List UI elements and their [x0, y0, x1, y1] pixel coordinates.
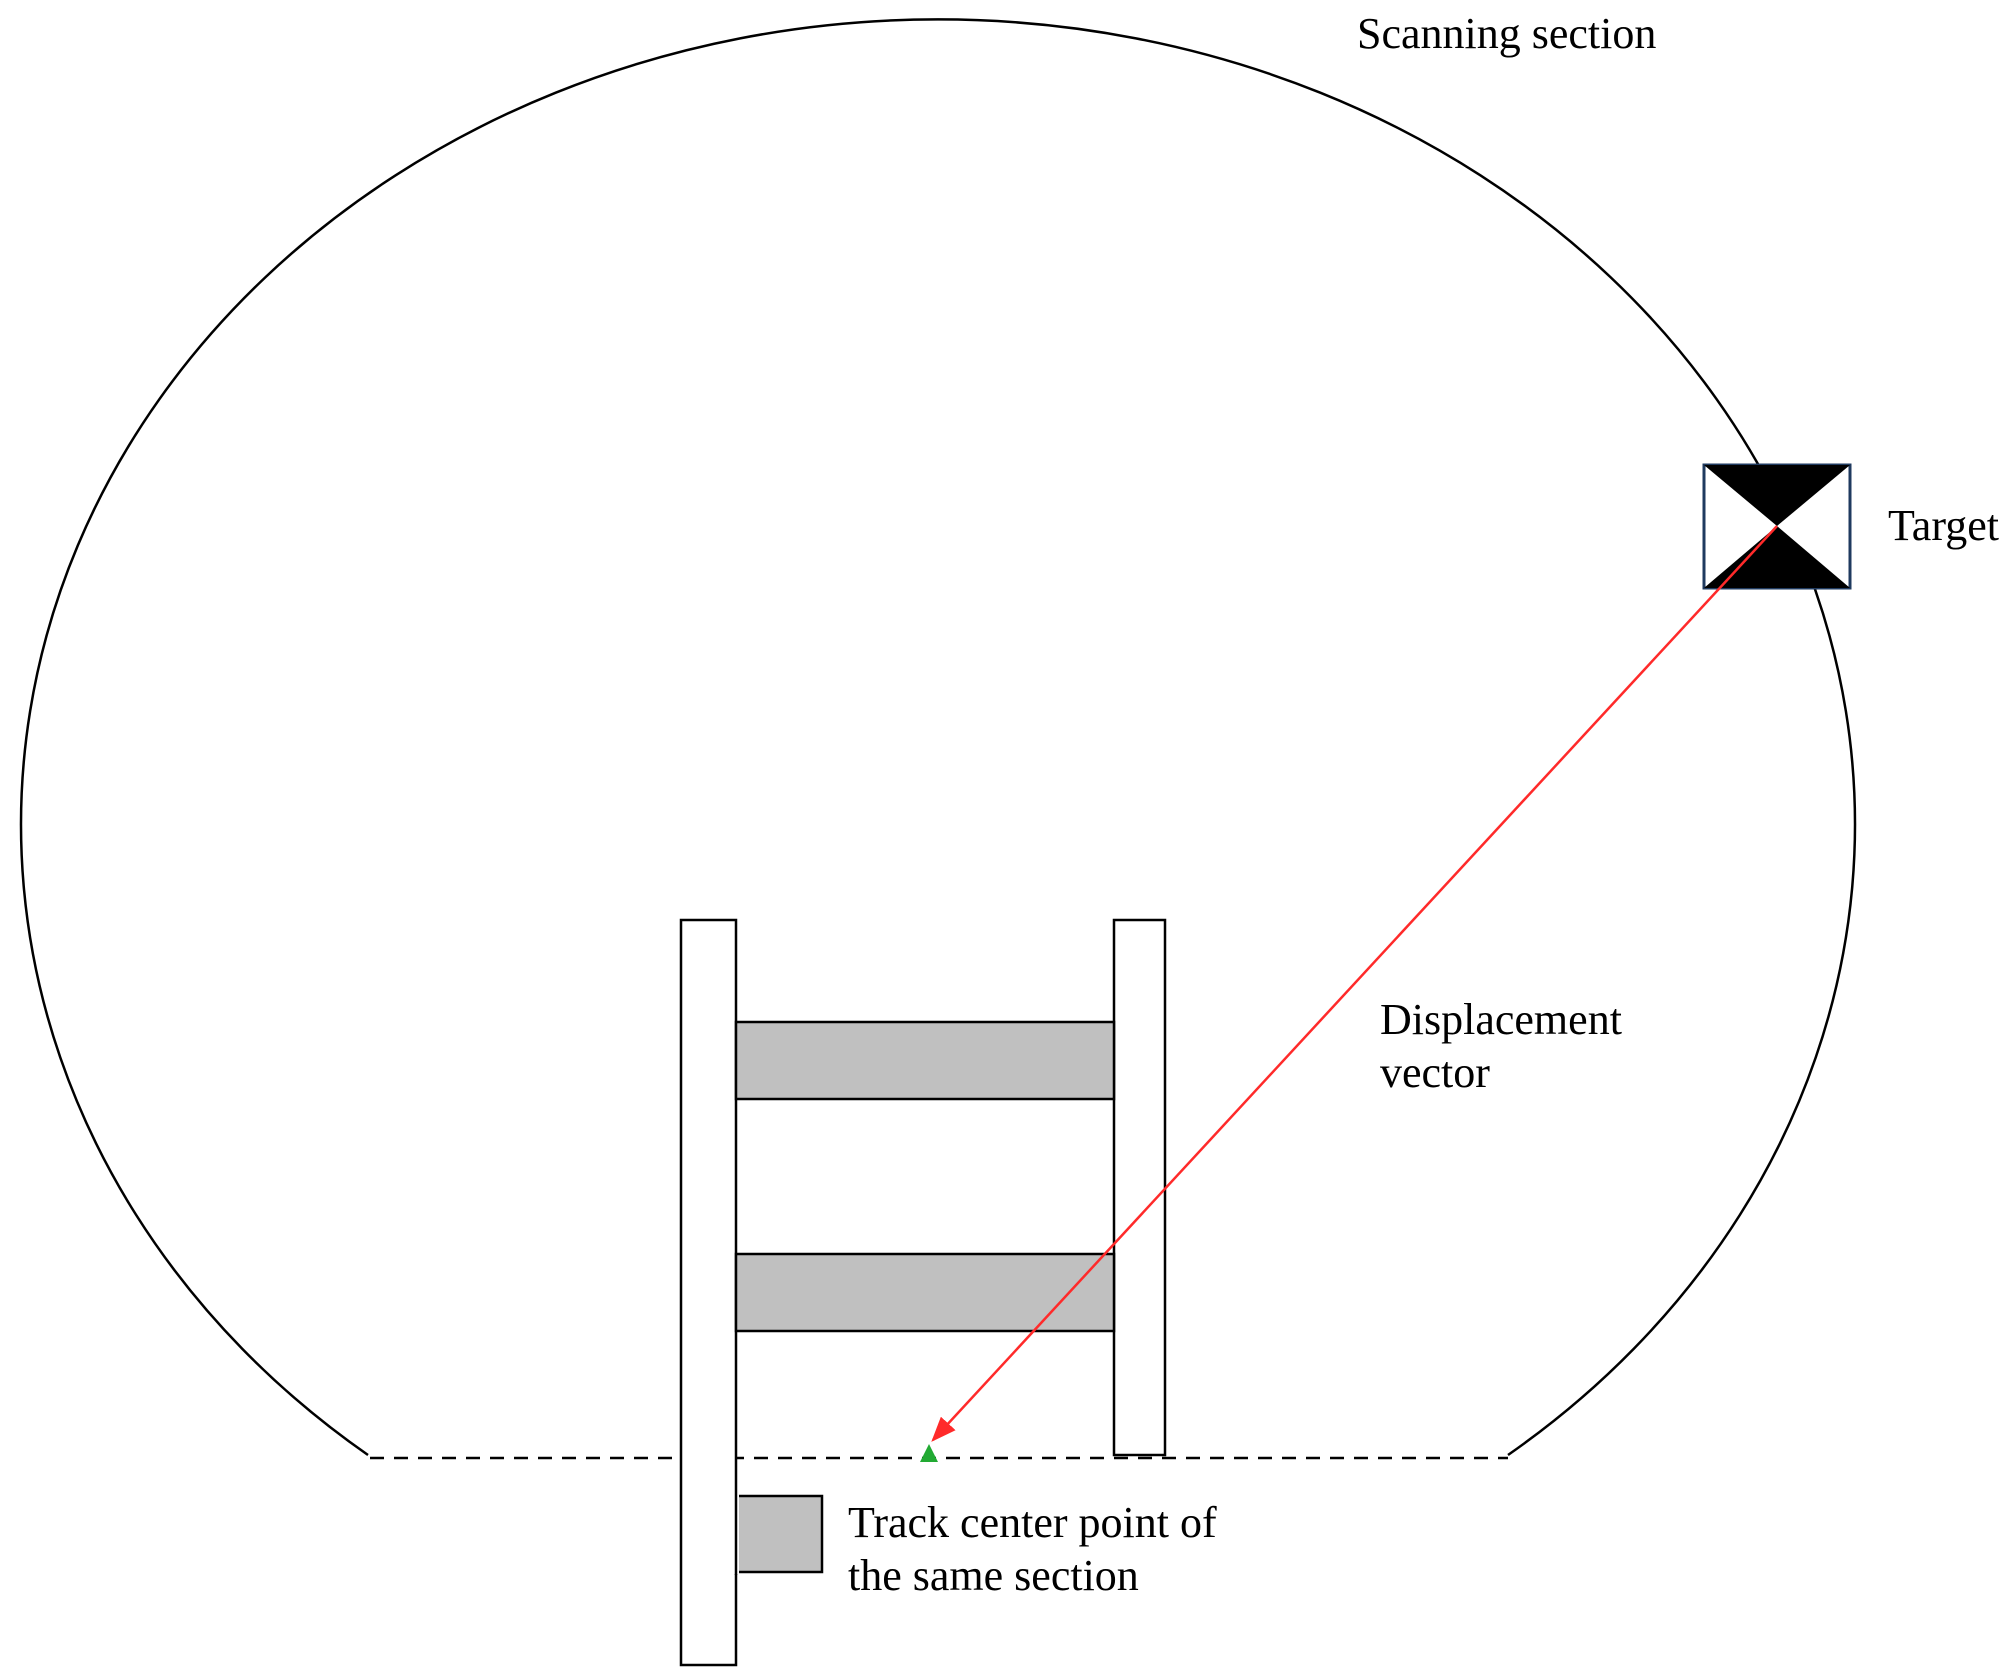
triangle-marker-icon — [920, 1444, 938, 1462]
scanning-section-label: Scanning section — [1357, 9, 1656, 58]
displacement-vector-label-line2: vector — [1380, 1048, 1490, 1097]
target-label: Target — [1888, 501, 1999, 550]
sleeper-upper — [734, 1020, 1116, 1101]
track-center-label-line1: Track center point of — [848, 1498, 1217, 1547]
legend-sleeper-swatch — [734, 1494, 824, 1574]
track-center-label-line2: the same section — [848, 1551, 1139, 1600]
sleeper-lower — [734, 1252, 1116, 1333]
tunnel-outline — [19, 18, 1857, 1457]
left-rail — [679, 918, 738, 1667]
right-rail — [1112, 918, 1167, 1457]
displacement-vector-arrow — [931, 525, 1778, 1442]
displacement-vector-label-line1: Displacement — [1380, 995, 1622, 1044]
